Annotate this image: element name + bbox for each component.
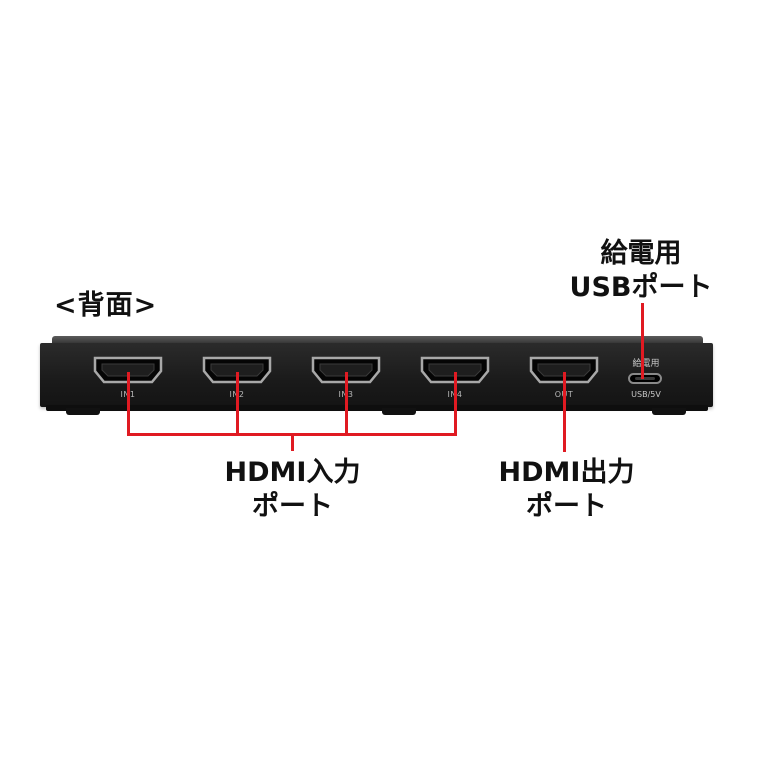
- usb-port-top-label: 給電用: [632, 359, 660, 369]
- callout-line-inputs-stem: [291, 433, 294, 451]
- usb-port-bottom-label: USB/5V: [631, 390, 661, 399]
- hdmi-port-in2: [201, 355, 273, 385]
- hdmi-output-callout-label: HDMI出力 ポート: [484, 456, 649, 524]
- callout-line-usb: [641, 303, 644, 379]
- hdmi-input-callout-label: HDMI入力 ポート: [210, 456, 375, 524]
- device-foot: [66, 408, 100, 415]
- view-title: <背面>: [54, 290, 158, 321]
- callout-line-in1: [127, 372, 130, 436]
- device-foot: [382, 408, 416, 415]
- hdmi-input-callout-line1: HDMI入力: [224, 457, 361, 488]
- hdmi-port-icon: [202, 356, 272, 384]
- hdmi-output-callout-line1: HDMI出力: [498, 457, 635, 488]
- callout-line-in4: [454, 372, 457, 436]
- hdmi-port-icon: [529, 356, 599, 384]
- callout-line-out: [563, 372, 566, 452]
- hdmi-port-out: [528, 355, 600, 385]
- hdmi-port-in1: [92, 355, 164, 385]
- callout-line-in2: [236, 372, 239, 436]
- hdmi-input-callout-line2: ポート: [252, 491, 333, 522]
- device-foot: [652, 408, 686, 415]
- hdmi-port-in3: [310, 355, 382, 385]
- usb-callout-line2: USBポート: [569, 272, 713, 303]
- usb-callout-label: 給電用 USBポート: [566, 237, 716, 305]
- callout-line-in3: [345, 372, 348, 436]
- device-top-edge: [52, 336, 703, 346]
- usb-port-tongue: [635, 377, 655, 380]
- hdmi-output-callout-line2: ポート: [526, 491, 607, 522]
- hdmi-port-icon: [311, 356, 381, 384]
- hdmi-port-in4: [419, 355, 491, 385]
- device-bottom-edge: [46, 405, 708, 411]
- hdmi-port-icon: [420, 356, 490, 384]
- hdmi-port-icon: [93, 356, 163, 384]
- usb-callout-line1: 給電用: [600, 238, 682, 269]
